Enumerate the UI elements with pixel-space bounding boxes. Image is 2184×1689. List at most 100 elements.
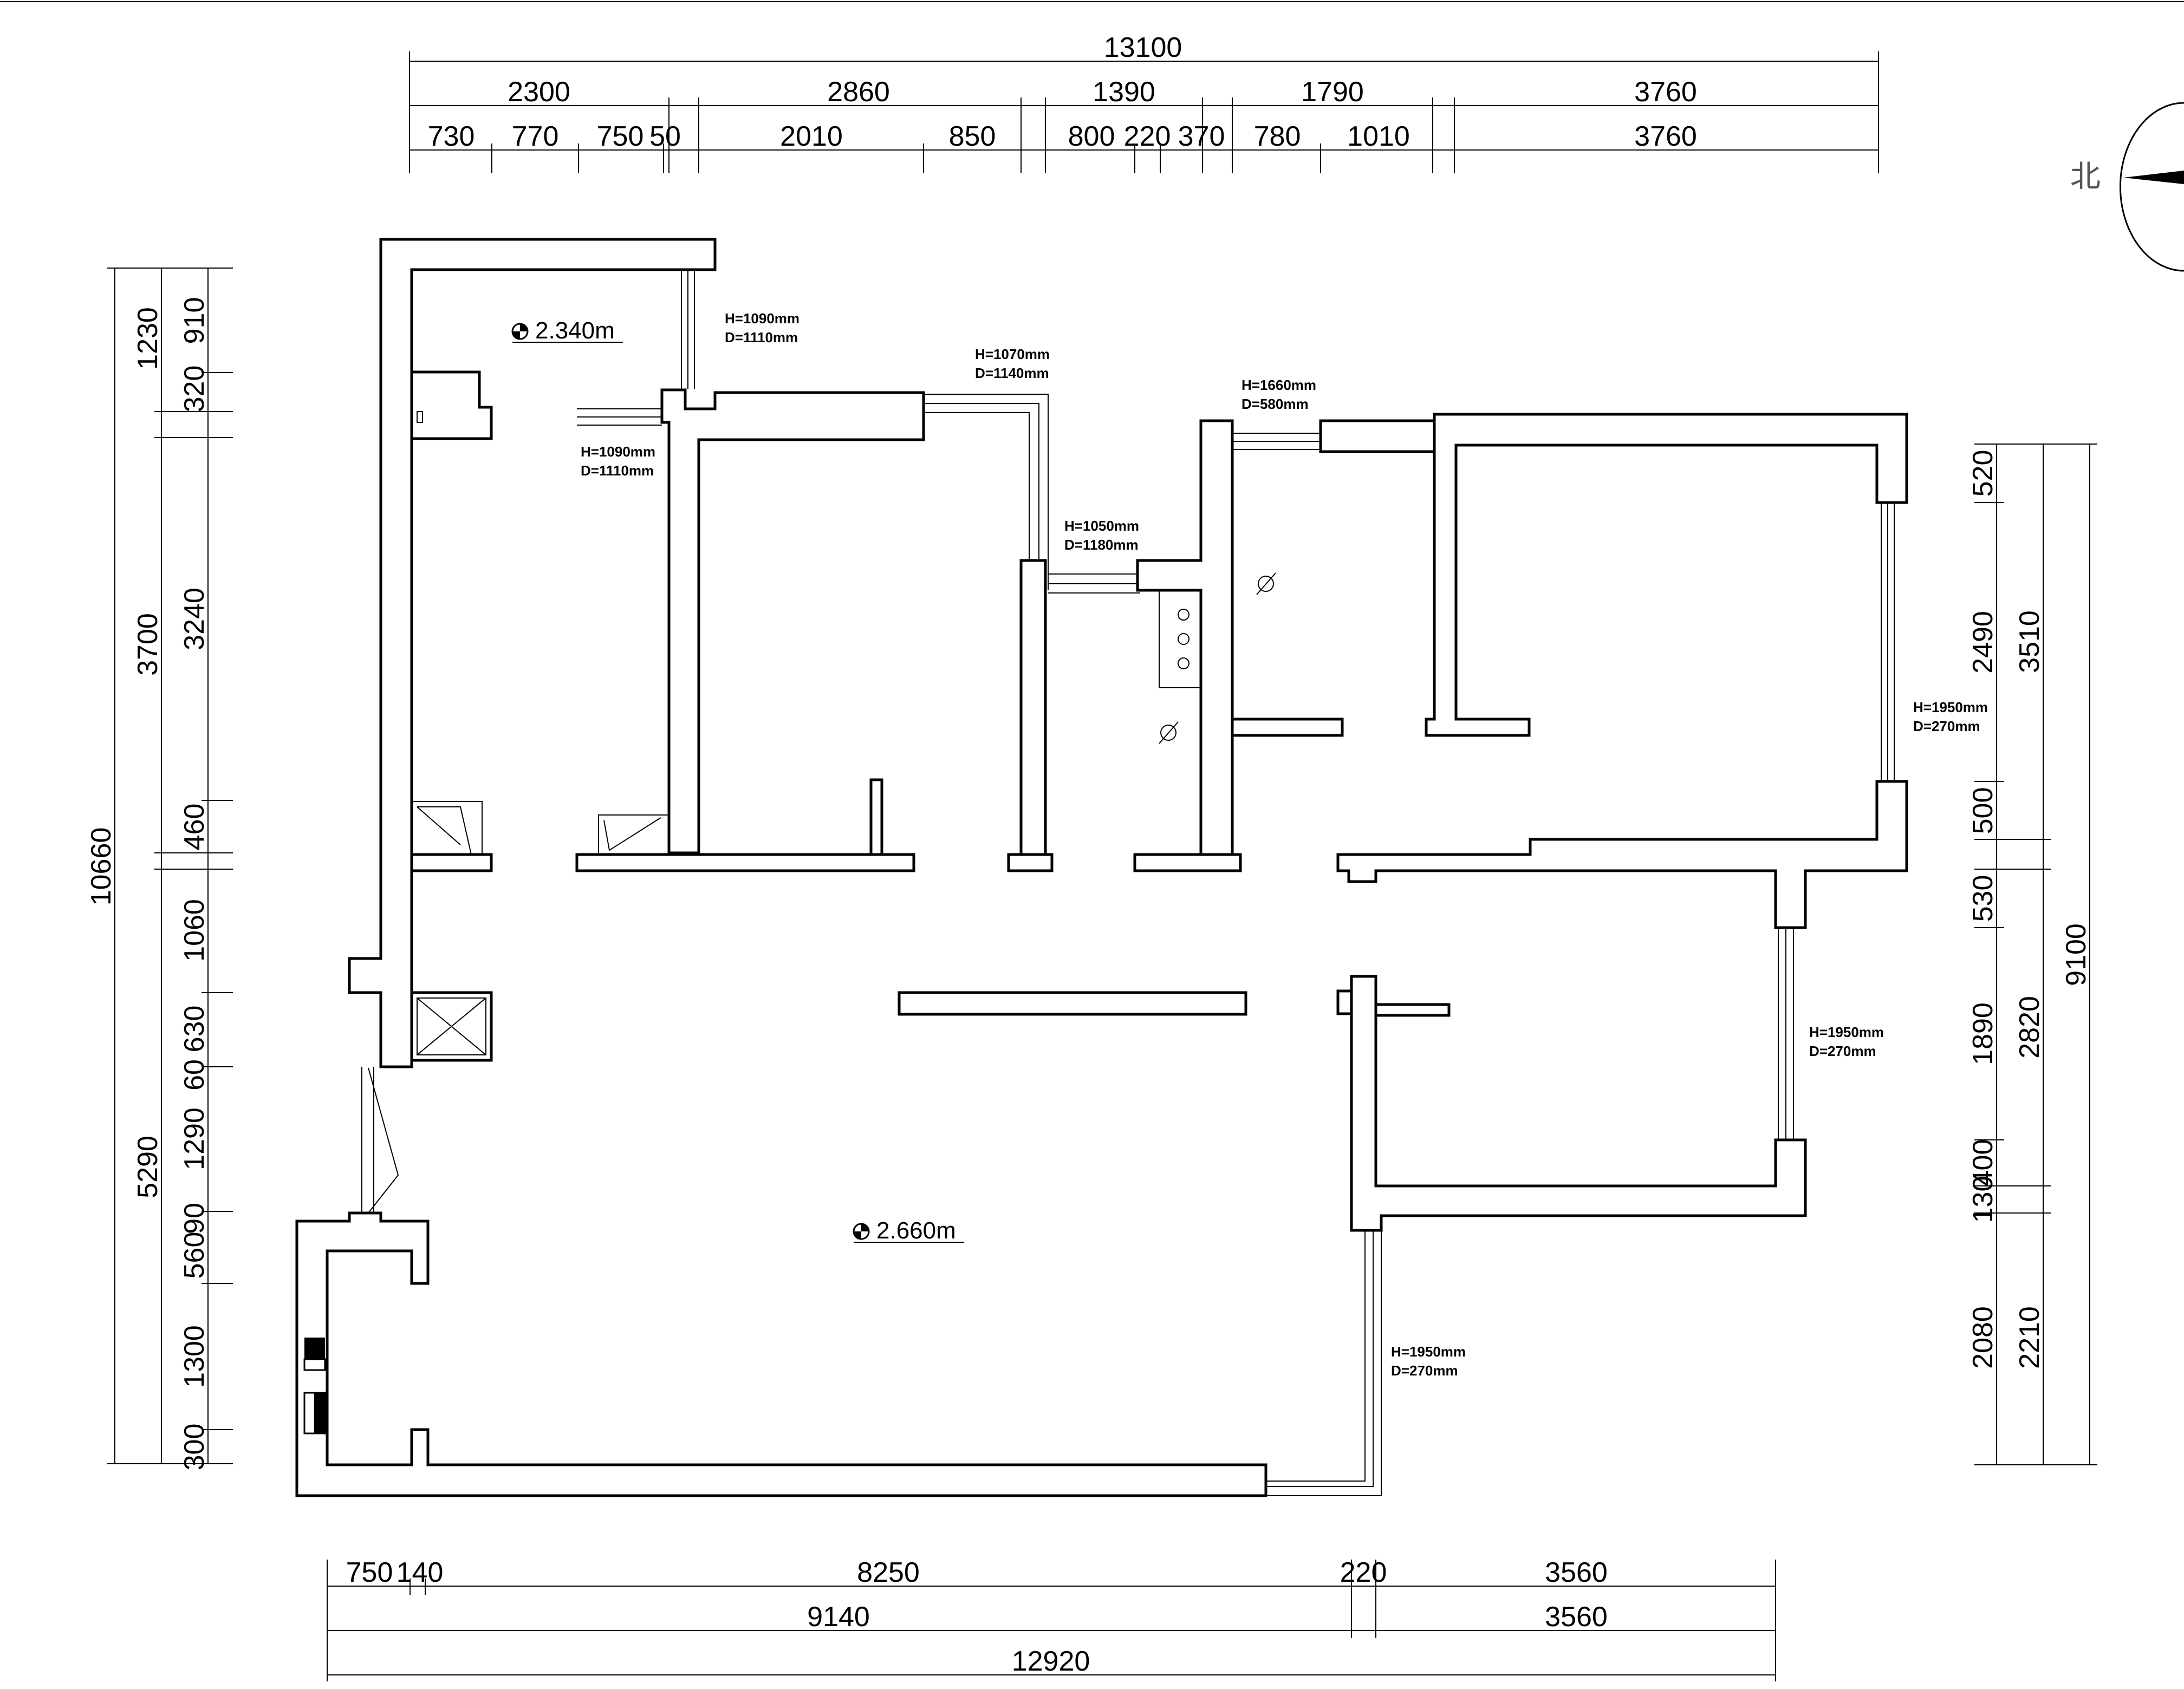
level-label: 2.660m (876, 1217, 956, 1244)
left-dimensions: 10660 1230 3700 5290 910 320 3240 460 10… (86, 268, 233, 1470)
wall-right-bedroom (1425, 413, 1908, 737)
window-height-label: H=1950mm (1391, 1344, 1466, 1360)
wall-lower-right-stub (1336, 989, 1353, 1015)
dim-right-inner: 2490 (1967, 611, 1999, 674)
dim-top-mid: 1390 (1093, 76, 1155, 108)
dim-left-inner: 90 (179, 1203, 210, 1234)
level-marker: 2.660m (853, 1217, 964, 1244)
dim-top-inner: 50 (649, 121, 681, 152)
dim-right-inner: 130 (1967, 1176, 1999, 1223)
dim-left-total: 10660 (86, 827, 117, 906)
dim-left-mid: 1230 (132, 307, 164, 370)
dim-bottom-inner: 750 (346, 1557, 393, 1588)
wall-partition (898, 991, 1247, 1016)
window-depth-label: D=1140mm (975, 365, 1049, 381)
dim-top-inner: 730 (428, 121, 475, 152)
dim-left-inner: 60 (179, 1059, 210, 1091)
dim-right-mid: 2820 (2014, 996, 2045, 1059)
dim-top-mid: 2300 (508, 76, 570, 108)
dim-top-inner: 770 (512, 121, 559, 152)
wall-closet-stub (410, 853, 493, 872)
stove (1159, 590, 1201, 688)
dim-left-mid: 5290 (132, 1136, 164, 1198)
dim-left-inner: 3240 (179, 588, 210, 650)
wall-column (1019, 559, 1047, 857)
wall-closet-top (410, 370, 493, 440)
dim-right-inner: 1890 (1967, 1002, 1999, 1065)
wall-lower-right-arm (1374, 1003, 1451, 1017)
dim-bottom-mid: 9140 (807, 1601, 870, 1633)
drain-icon (1159, 721, 1179, 744)
dim-right-inner: 500 (1967, 787, 1999, 834)
dim-left-inner: 1060 (179, 899, 210, 962)
dim-top-mid: 3760 (1634, 76, 1697, 108)
dim-right-mid: 2210 (2014, 1306, 2045, 1369)
window-depth-label: D=1110mm (725, 329, 798, 345)
dim-top-mid: 1790 (1301, 76, 1364, 108)
dim-bottom-inner: 220 (1340, 1557, 1387, 1588)
dim-bottom-inner: 140 (396, 1557, 444, 1588)
dim-right-mid: 3510 (2014, 610, 2045, 673)
dim-left-inner: 1300 (179, 1325, 210, 1388)
window-annotations: H=1090mm D=1110mm H=1090mm D=1110mm H=10… (581, 310, 1988, 1379)
north-label: 北 (2070, 159, 2101, 194)
window-height-label: H=1950mm (1913, 699, 1988, 715)
dim-bottom-inner: 3560 (1545, 1557, 1608, 1588)
dim-top-inner: 220 (1124, 121, 1171, 152)
level-label: 2.340m (535, 317, 615, 344)
dim-left-inner: 630 (179, 1006, 210, 1053)
dim-bottom-inner: 8250 (857, 1557, 920, 1588)
bottom-dimensions: 750 140 8250 220 3560 9140 3560 12920 (327, 1557, 1776, 1681)
window-depth-label: D=270mm (1809, 1043, 1876, 1059)
dim-left-inner: 560 (179, 1232, 210, 1279)
dim-right-inner: 2080 (1967, 1306, 1999, 1369)
window-depth-label: D=270mm (1391, 1362, 1458, 1379)
electrical-panel (314, 1393, 325, 1433)
dim-bottom-total: 12920 (1012, 1646, 1090, 1677)
dim-top-inner: 750 (597, 121, 644, 152)
dim-right-total: 9100 (2060, 923, 2092, 986)
dim-right-inner: 520 (1967, 450, 1999, 497)
wall-top-center (660, 388, 925, 855)
electrical-panel (304, 1338, 325, 1359)
wall-kitchen (1136, 419, 1234, 856)
top-dimensions: 13100 2300 2860 1390 1790 3760 730 770 7… (409, 32, 1879, 173)
dim-top-inner: 1010 (1347, 121, 1410, 152)
window-height-label: H=1090mm (725, 310, 800, 327)
dim-right-inner: 530 (1967, 875, 1999, 922)
dim-top-inner: 850 (949, 121, 996, 152)
window-height-label: H=1950mm (1809, 1024, 1884, 1040)
walls (295, 238, 1908, 1497)
wall-kitchen-stub (1231, 718, 1344, 737)
dim-left-inner: 300 (179, 1424, 210, 1471)
window-depth-label: D=270mm (1913, 718, 1980, 734)
wall-kitchen-foot (1133, 853, 1242, 872)
north-compass: 北 (2070, 102, 2184, 272)
windows (361, 268, 1895, 1496)
dim-left-inner: 1290 (179, 1107, 210, 1170)
window-height-label: H=1660mm (1242, 377, 1316, 393)
dim-top-inner: 2010 (780, 121, 843, 152)
window-height-label: H=1070mm (975, 346, 1050, 362)
drain-icon (1256, 572, 1276, 595)
dim-top-inner: 370 (1178, 121, 1225, 152)
fixtures (303, 411, 1276, 1434)
window-depth-label: D=580mm (1242, 396, 1309, 412)
dim-left-inner: 910 (179, 297, 210, 344)
wall-left-main (348, 238, 717, 1068)
dim-top-inner: 780 (1254, 121, 1301, 152)
window-depth-label: D=1110mm (581, 462, 654, 479)
dim-top-inner: 800 (1068, 121, 1115, 152)
dim-left-mid: 3700 (132, 613, 164, 676)
wall-bedroom-bottom (575, 853, 915, 872)
dim-top-inner: 3760 (1634, 121, 1697, 152)
dim-top-mid: 2860 (827, 76, 890, 108)
window-height-label: H=1090mm (581, 444, 655, 460)
dim-left-inner: 460 (179, 804, 210, 851)
dim-left-inner: 320 (179, 366, 210, 413)
window-height-label: H=1050mm (1064, 518, 1139, 534)
wall-post (869, 778, 883, 856)
wall-bottom-left (295, 1211, 1268, 1497)
wall-column-foot (1007, 853, 1054, 872)
